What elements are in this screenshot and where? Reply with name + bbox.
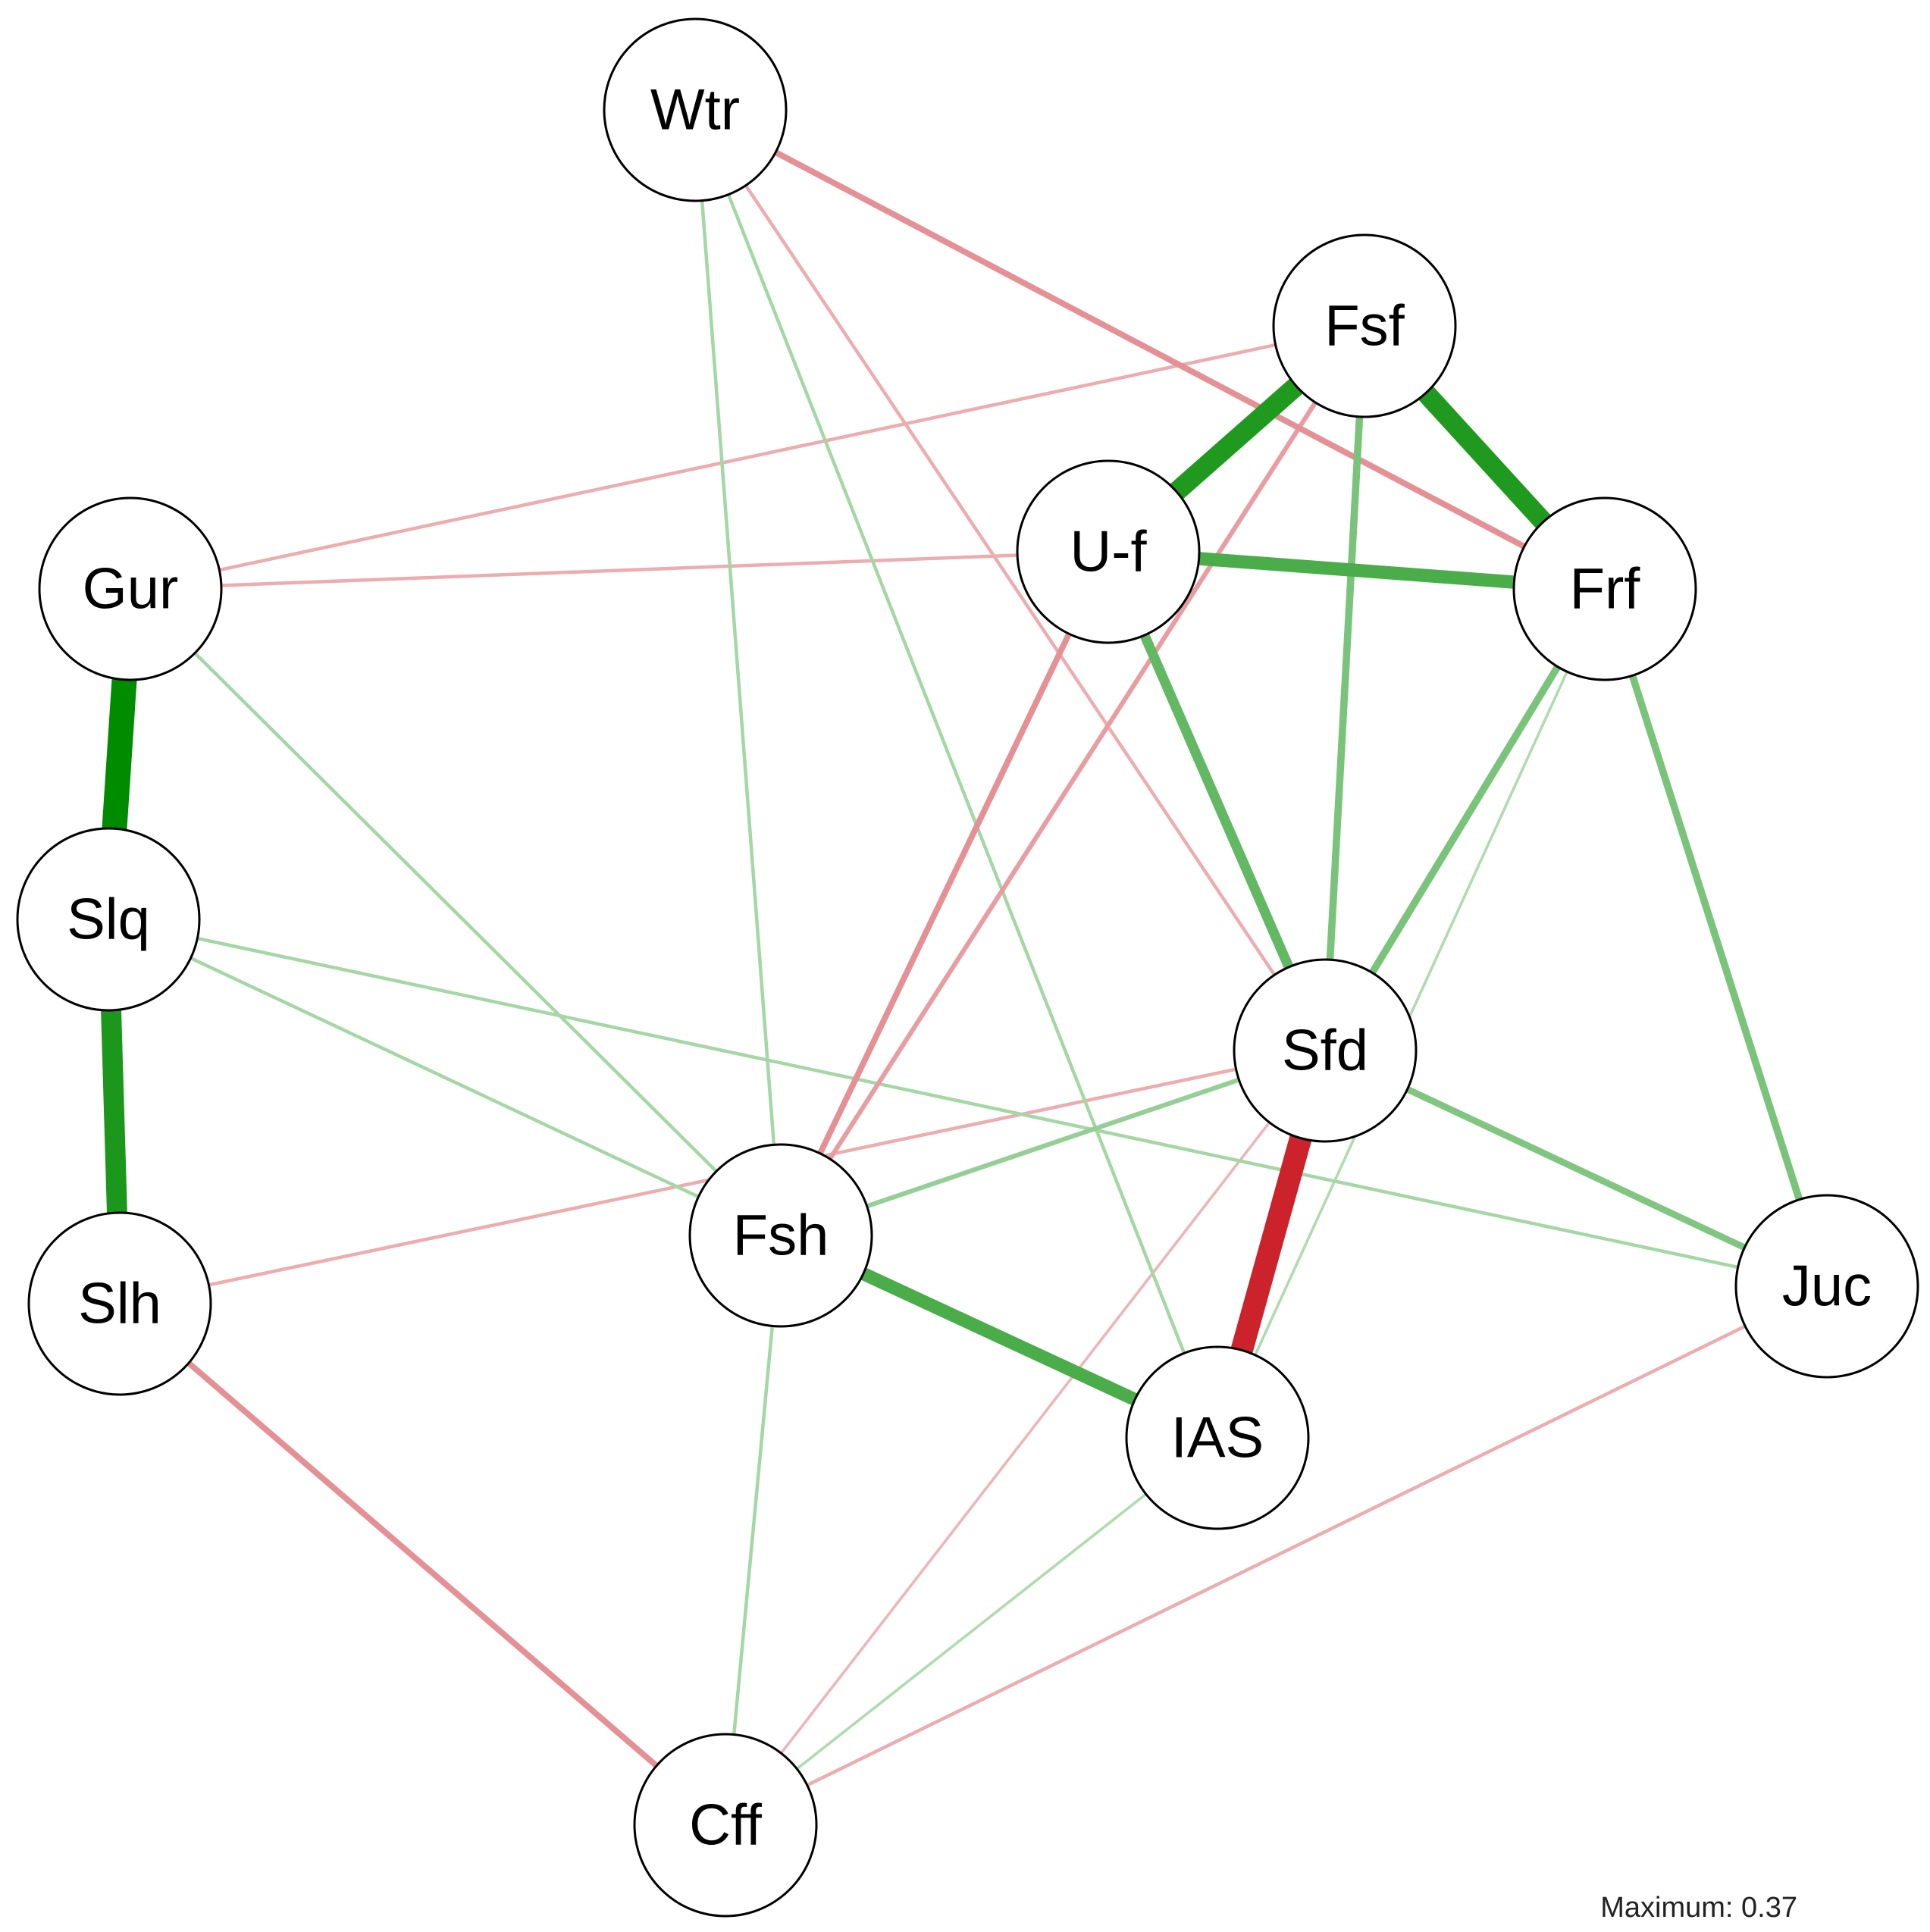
node-label: Sfd — [1282, 1019, 1368, 1083]
edge-slh-cff — [117, 1301, 728, 1827]
edge-wtr-sfd — [694, 108, 1327, 1052]
node-circle — [27, 1211, 212, 1396]
node-sfd: Sfd — [1233, 958, 1418, 1143]
node-gur: Gur — [38, 496, 223, 681]
edge-gur-fsh — [129, 587, 782, 1237]
edge-frf-juc — [1601, 587, 1831, 1288]
node-frf: Frf — [1512, 496, 1697, 681]
node-circle — [1233, 958, 1418, 1143]
edge-u-f-gur — [130, 550, 1109, 591]
node-label: Wtr — [650, 78, 740, 142]
edge-fsh-cff — [723, 1235, 783, 1826]
node-slq: Slq — [16, 827, 201, 1012]
node-circle — [1016, 459, 1201, 644]
node-circle — [1512, 496, 1697, 681]
node-label: IAS — [1171, 1406, 1264, 1470]
edge-wtr-ias — [693, 109, 1220, 1439]
node-label: Slh — [78, 1272, 161, 1336]
node-circle — [688, 1143, 873, 1328]
edge-ias-cff — [724, 1436, 1219, 1827]
node-label: Frf — [1570, 557, 1641, 622]
edge-u-f-fsh — [778, 550, 1111, 1237]
node-circle — [38, 496, 223, 681]
edge-juc-cff — [725, 1284, 1828, 1827]
node-circle — [633, 1733, 818, 1918]
edge-fsf-fsh — [779, 324, 1367, 1237]
node-label: Gur — [83, 557, 179, 622]
node-label: Juc — [1782, 1254, 1872, 1319]
node-juc: Juc — [1734, 1194, 1919, 1379]
node-u-f: U-f — [1016, 459, 1201, 644]
edge-slq-juc — [108, 917, 1828, 1289]
edge-fsf-sfd — [1321, 325, 1368, 1051]
node-circle — [1125, 1345, 1310, 1530]
edge-wtr-frf — [694, 107, 1606, 592]
edge-sfd-fsh — [780, 1048, 1326, 1238]
node-circle — [603, 17, 788, 202]
edge-sfd-cff — [724, 1049, 1327, 1827]
node-slh: Slh — [27, 1211, 212, 1396]
node-circle — [1734, 1194, 1919, 1379]
edge-fsf-gur — [130, 324, 1365, 591]
maximum-weight-note: Maximum: 0.37 — [1600, 1892, 1797, 1924]
node-wtr: Wtr — [603, 17, 788, 202]
edge-frf-ias — [1216, 588, 1606, 1439]
node-label: Fsh — [733, 1204, 829, 1268]
node-label: Cff — [689, 1793, 763, 1858]
node-label: Slq — [67, 888, 150, 952]
node-fsf: Fsf — [1272, 233, 1457, 418]
node-cff: Cff — [633, 1733, 818, 1918]
edge-sfd-juc — [1324, 1047, 1828, 1289]
node-label: U-f — [1070, 520, 1147, 584]
node-fsh: Fsh — [688, 1143, 873, 1328]
node-ias: IAS — [1125, 1345, 1310, 1530]
node-circle — [1272, 233, 1457, 418]
node-label: Fsf — [1324, 294, 1405, 359]
node-circle — [16, 827, 201, 1012]
edge-slq-fsh — [108, 917, 782, 1238]
edge-wtr-fsh — [693, 109, 783, 1236]
edge-layer — [96, 107, 1831, 1827]
